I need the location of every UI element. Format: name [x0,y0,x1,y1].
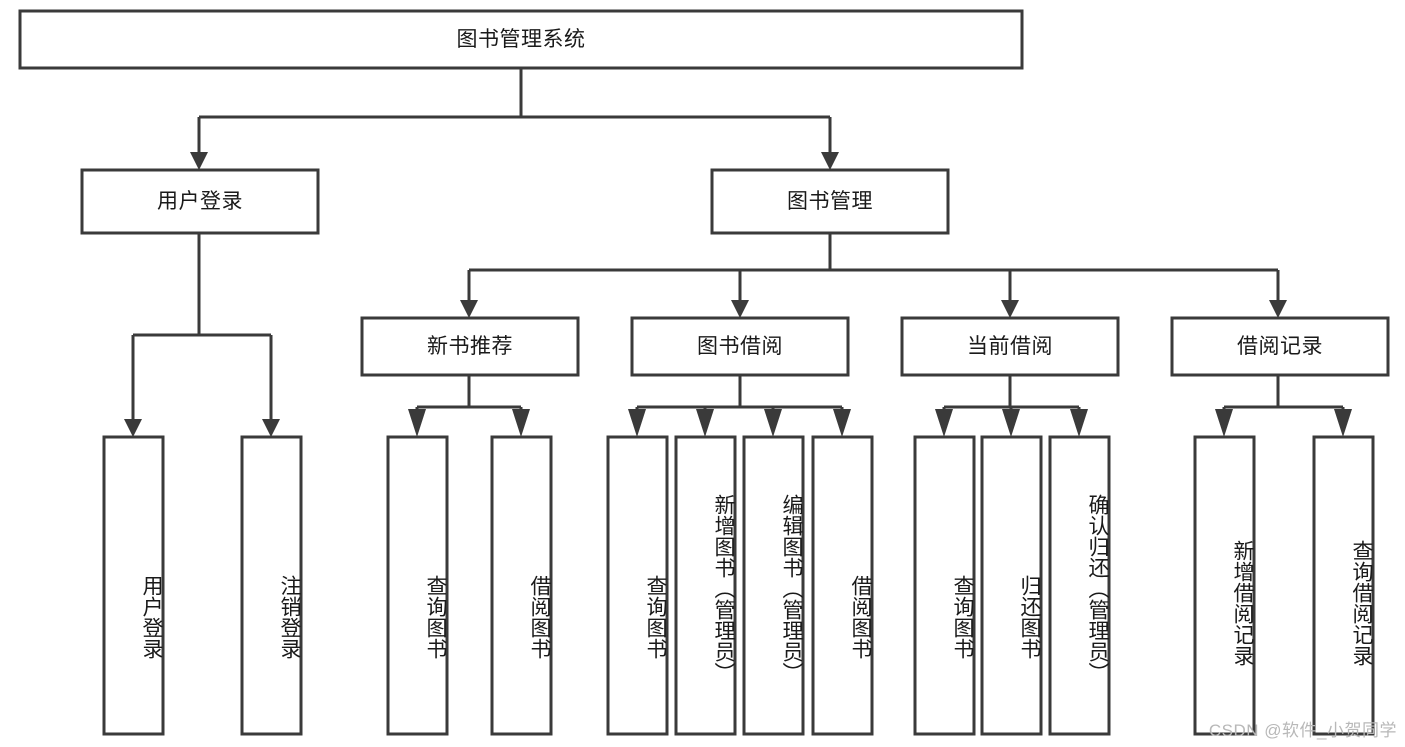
arrowhead-new-book-recommend [460,300,478,318]
node-box-leaf-br-2[interactable] [1312,435,1375,736]
node-box-book-borrow[interactable] [630,316,850,377]
node-box-leaf-bb-4[interactable] [811,435,874,736]
arrowhead-leaf-nbr-2 [512,409,530,437]
node-box-leaf-nbr-2[interactable] [490,435,553,736]
node-box-borrow-record[interactable] [1170,316,1390,377]
node-box-leaf-bb-1[interactable] [606,435,669,736]
node-box-leaf-user-login-2[interactable] [240,435,303,736]
arrowhead-borrow-record [1269,300,1287,318]
node-box-leaf-bb-3[interactable] [742,435,805,736]
node-box-user-login[interactable] [80,168,320,235]
arrowhead-leaf-user-login-1 [124,419,142,437]
node-box-leaf-nbr-1[interactable] [386,435,449,736]
node-box-leaf-bb-2[interactable] [674,435,737,736]
connector-group-root [190,68,839,170]
arrowhead-leaf-cb-2 [1002,409,1020,437]
node-box-new-book-recommend[interactable] [360,316,580,377]
connector-group-book-borrow [628,375,851,437]
node-box-leaf-user-login-1[interactable] [102,435,165,736]
node-box-leaf-cb-1[interactable] [913,435,976,736]
connector-group-current-borrow [935,375,1088,437]
arrowhead-leaf-bb-2 [696,409,714,437]
arrowhead-book-borrow [731,300,749,318]
arrowhead-leaf-br-2 [1334,409,1352,437]
arrowhead-leaf-br-1 [1215,409,1233,437]
connector-group-book-mgmt [460,233,1287,318]
arrowhead-leaf-user-login-2 [262,419,280,437]
connector-group-new-book-recommend [408,375,530,437]
node-box-current-borrow[interactable] [900,316,1120,377]
arrowhead-leaf-cb-3 [1070,409,1088,437]
arrowhead-leaf-nbr-1 [408,409,426,437]
node-box-book-management[interactable] [710,168,950,235]
node-box-root[interactable] [18,9,1024,70]
node-box-leaf-cb-2[interactable] [980,435,1043,736]
arrowhead-leaf-cb-1 [935,409,953,437]
node-box-leaf-br-1[interactable] [1193,435,1256,736]
connector-group-user-login [124,233,280,437]
arrowhead-leaf-bb-3 [764,409,782,437]
arrowhead-book-mgmt [821,152,839,170]
connector-group-borrow-record [1215,375,1352,437]
node-box-leaf-cb-3[interactable] [1048,435,1111,736]
arrowhead-leaf-bb-4 [833,409,851,437]
arrowhead-leaf-bb-1 [628,409,646,437]
arrowhead-current-borrow [1001,300,1019,318]
arrowhead-user-login [190,152,208,170]
